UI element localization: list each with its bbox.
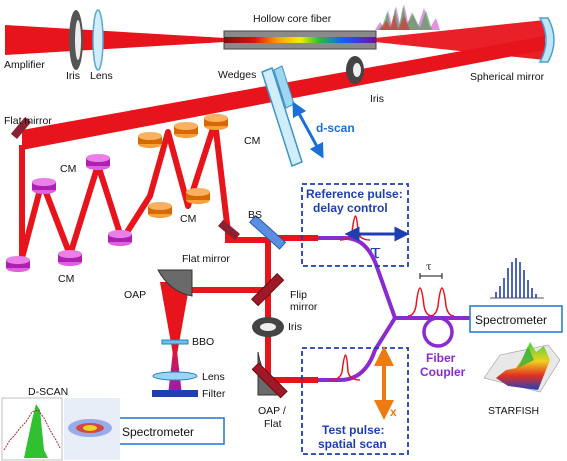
label-oap-flat-1: OAP /	[258, 405, 286, 417]
lens-2	[152, 371, 198, 381]
label-spectrometer-bottom: Spectrometer	[122, 425, 194, 439]
test-pulse-box	[301, 347, 409, 455]
reference-box-line1: Reference pulse:	[306, 187, 403, 201]
flip-mirror	[251, 273, 285, 307]
cm-magenta-2	[86, 154, 110, 170]
label-lens-1: Lens	[90, 70, 113, 82]
test-box-line1: Test pulse:	[322, 423, 384, 437]
test-box-line2: spatial scan	[318, 437, 387, 451]
chirped-mirrors-magenta	[6, 154, 132, 272]
bbo-crystal	[161, 339, 189, 345]
label-bs: BS	[248, 209, 262, 221]
label-oap-flat-2: Flat	[264, 418, 282, 430]
label-spectrometer-right: Spectrometer	[475, 313, 547, 327]
label-cm-4: CM	[58, 273, 74, 285]
focused-beam	[160, 282, 190, 360]
cm-magenta-3	[6, 256, 30, 272]
cm-orange-2	[174, 122, 198, 138]
beam-splitter	[249, 214, 287, 250]
iris-2	[346, 56, 364, 84]
chirped-mirrors-orange	[138, 114, 228, 218]
label-cm-1: CM	[60, 163, 76, 175]
label-fiber-coupler-2: Coupler	[420, 365, 466, 379]
label-flip-mirror-1: Flip	[290, 289, 307, 301]
label-wedges: Wedges	[218, 69, 256, 81]
label-iris-2: Iris	[370, 93, 384, 105]
label-iris-3: Iris	[288, 321, 302, 333]
label-flat-mirror-1: Flat mirror	[4, 115, 52, 127]
cm-magenta-5	[108, 230, 132, 246]
label-x-axis: x	[390, 405, 397, 419]
label-iris-1: Iris	[66, 70, 80, 82]
label-starfish: STARFISH	[488, 405, 539, 417]
fringe-spectrum-icon	[490, 258, 544, 299]
fiber-core-spectrum	[224, 37, 376, 43]
lens-1	[92, 9, 104, 71]
cm-magenta-4	[58, 250, 82, 266]
cm-orange-3	[204, 114, 228, 130]
fiber-coupler-loop	[422, 316, 454, 348]
flat-mirror-2	[218, 219, 240, 241]
cm-orange-5	[186, 188, 210, 204]
broadened-spectrum-icon	[375, 4, 440, 30]
iris-1	[69, 10, 83, 70]
filter	[152, 390, 198, 397]
label-oap-1: OAP	[124, 289, 146, 301]
test-pulse-shape	[329, 354, 361, 381]
starfish-plot-icon	[483, 342, 561, 393]
cm-orange-4	[148, 202, 172, 218]
cm-magenta-1	[32, 178, 56, 194]
label-lens-2: Lens	[202, 371, 225, 383]
iris-3	[252, 317, 284, 337]
to-bs-beam	[225, 232, 268, 243]
cm-orange-1	[138, 132, 162, 148]
label-tau-small: τ	[426, 262, 432, 273]
label-spherical-mirror: Spherical mirror	[470, 71, 545, 83]
label-cm-3: CM	[180, 213, 196, 225]
fiber-reference	[318, 236, 397, 319]
oap-1	[157, 269, 193, 297]
label-amplifier: Amplifier	[4, 59, 45, 71]
double-pulse-shape	[407, 273, 455, 317]
label-filter: Filter	[202, 388, 226, 400]
label-dscan: d-scan	[316, 121, 355, 135]
label-dscan-inset: D-SCAN	[28, 386, 68, 398]
label-cm-2: CM	[244, 135, 260, 147]
amplifier-beam	[5, 25, 225, 55]
dscan-trace-icon	[64, 398, 120, 460]
label-flip-mirror-2: mirror	[290, 301, 318, 313]
shg-beam	[168, 342, 182, 395]
flat-mirror-1	[10, 117, 32, 139]
wedges	[261, 65, 303, 167]
oap-flat-mirror	[251, 362, 288, 399]
label-flat-mirror-2: Flat mirror	[182, 253, 230, 265]
label-bbo: BBO	[192, 336, 214, 348]
label-tau-big: τ	[370, 239, 381, 263]
spectrometer-right-box	[469, 305, 563, 333]
label-fiber-coupler-1: Fiber	[426, 351, 456, 365]
dscan-spectrum-icon	[1, 397, 63, 461]
label-hollow-core-fiber: Hollow core fiber	[253, 13, 332, 25]
spherical-mirror	[538, 17, 555, 63]
reference-box-line2: delay control	[313, 201, 388, 215]
dscan-arrow	[292, 101, 324, 159]
reference-pulse-box	[301, 183, 409, 267]
